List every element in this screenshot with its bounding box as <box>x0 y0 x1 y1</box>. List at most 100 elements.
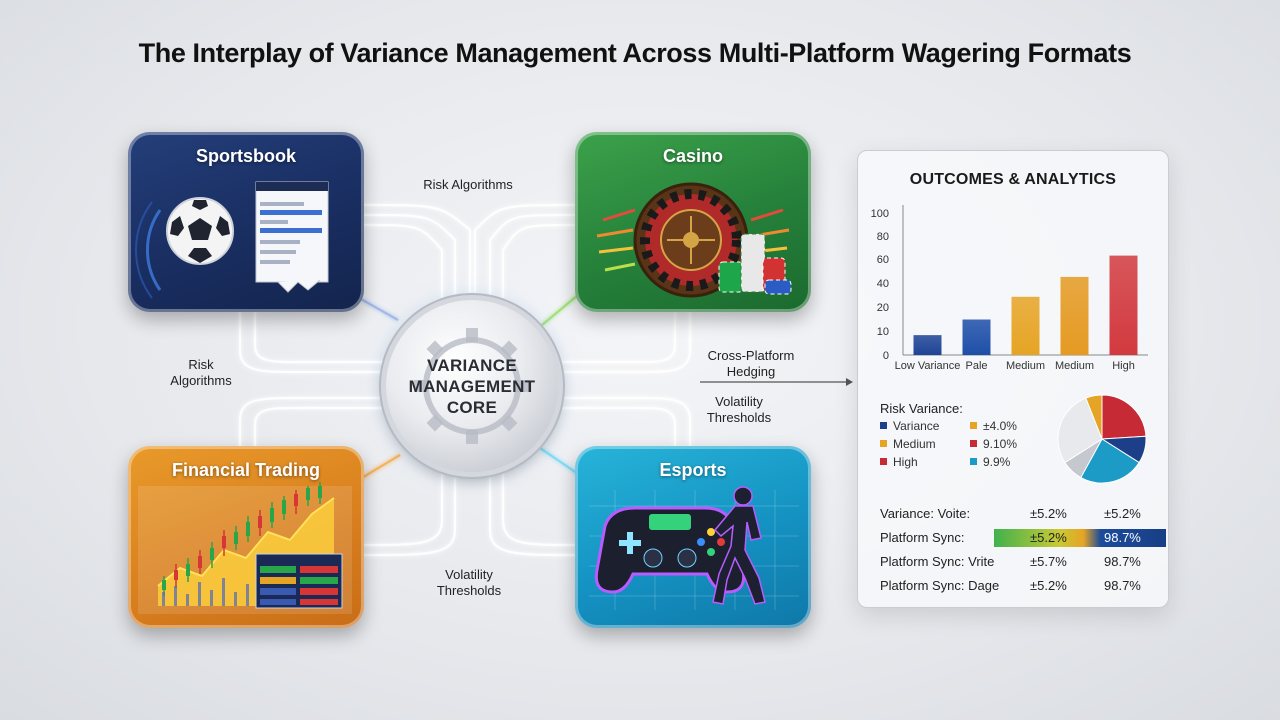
stat-value-b: 98.7% <box>1104 554 1141 569</box>
label-vol-bottom-line2: Thresholds <box>436 583 502 598</box>
stat-row-platform-sync-vrite: Platform Sync: Vrite ±5.7% 98.7% <box>880 551 1148 573</box>
variance-core-hub[interactable]: VARIANCE MANAGEMENT CORE <box>386 300 558 472</box>
label-risk-algorithms-left: Risk Algorithms <box>156 357 246 389</box>
stat-value-a: ±5.2% <box>1030 506 1067 521</box>
label-volatility-bottom: Volatility Thresholds <box>424 567 514 599</box>
legend-value: 9.9% <box>983 455 1011 469</box>
legend-label: Variance <box>893 419 940 433</box>
y-tick-label: 10 <box>877 326 889 338</box>
panel-title: OUTCOMES & ANALYTICS <box>909 171 1117 188</box>
core-label-line2: MANAGEMENT <box>408 377 536 396</box>
order-book-icon <box>255 553 343 609</box>
stat-row-variance: Variance: Voite: ±5.2% ±5.2% <box>880 503 1148 525</box>
stat-value-b: ±5.2% <box>1104 506 1141 521</box>
stat-row-platform-sync: Platform Sync: ±5.2% 98.7% <box>880 527 1166 549</box>
stat-value-a: ±5.7% <box>1030 554 1067 569</box>
label-vol-bottom-line1: Volatility <box>445 567 493 582</box>
legend-swatch <box>970 440 977 447</box>
y-tick-label: 20 <box>877 302 889 314</box>
core-label-line3: CORE <box>446 398 498 417</box>
label-volatility-right: Volatility Thresholds <box>694 394 784 426</box>
label-vol-right-line2: Thresholds <box>706 410 772 425</box>
y-tick-label: 40 <box>877 278 889 290</box>
sportsbook-illustration <box>135 181 329 299</box>
sportsbook-title: Sportsbook <box>195 146 296 166</box>
core-label-line1: VARIANCE <box>427 356 517 375</box>
core-label: VARIANCE MANAGEMENT CORE <box>386 355 558 418</box>
gamepad-icon <box>594 506 746 594</box>
esports-card[interactable]: Esports <box>575 446 811 628</box>
gear-icon <box>414 328 530 444</box>
bar <box>1011 296 1040 355</box>
legend-swatch <box>970 422 977 429</box>
casino-illustration <box>596 182 792 298</box>
legend-value-medium: 9.10% <box>970 437 1017 451</box>
risk-variance-title: Risk Variance: <box>880 401 963 416</box>
chip-stacks-icon <box>718 233 792 295</box>
bar <box>913 335 942 355</box>
sportsbook-card[interactable]: Sportsbook <box>128 132 364 312</box>
stat-label: Platform Sync: Vrite <box>880 554 995 569</box>
player-figure-icon <box>712 486 766 605</box>
soccer-ball-icon <box>166 197 234 265</box>
label-hedging-line2: Hedging <box>726 364 776 379</box>
label-cross-platform-hedging: Cross-Platform Hedging <box>696 348 806 380</box>
label-vol-right-line1: Volatility <box>715 394 763 409</box>
legend-swatch <box>880 422 887 429</box>
risk-variance-pie-chart <box>1057 394 1147 484</box>
stat-label: Variance: Voite: <box>880 506 971 521</box>
legend-row-variance: Variance <box>880 419 939 433</box>
y-tick-label: 80 <box>877 231 889 243</box>
legend-swatch <box>880 440 887 447</box>
stat-label: Platform Sync: <box>880 530 965 545</box>
bar <box>1060 276 1089 355</box>
legend-value: 9.10% <box>983 437 1018 451</box>
stat-value-b: 98.7% <box>1104 578 1141 593</box>
casino-card[interactable]: Casino <box>575 132 811 312</box>
stat-row-platform-sync-dage: Platform Sync: Dage ±5.2% 98.7% <box>880 575 1148 597</box>
page-title: The Interplay of Variance Management Acr… <box>138 38 1132 68</box>
pie-slice <box>1101 394 1147 440</box>
legend-label: Medium <box>893 437 936 451</box>
legend-label: High <box>893 455 918 469</box>
x-tick-label: Medium <box>1006 360 1045 372</box>
x-tick-label: Pale <box>965 360 987 372</box>
legend-value: ±4.0% <box>983 419 1017 433</box>
label-risk-algorithms-top: Risk Algorithms <box>423 177 513 192</box>
y-tick-label: 0 <box>883 350 889 362</box>
legend-swatch <box>880 458 887 465</box>
stat-value-b: 98.7% <box>1104 530 1141 545</box>
financial-trading-card[interactable]: Financial Trading <box>128 446 364 628</box>
legend-value-high: 9.9% <box>970 455 1010 469</box>
legend-swatch <box>970 458 977 465</box>
pie-slice <box>1080 438 1140 484</box>
y-tick-label: 60 <box>877 254 889 266</box>
bar <box>1109 255 1138 355</box>
arrow-to-panel <box>700 378 853 386</box>
pie-slice <box>1057 397 1103 464</box>
bar <box>962 319 991 355</box>
stat-label: Platform Sync: Dage <box>880 578 1000 593</box>
label-risk-line2: Algorithms <box>170 373 232 388</box>
casino-title: Casino <box>662 146 723 166</box>
x-tick-label: Medium <box>1055 360 1094 372</box>
esports-illustration <box>589 486 799 610</box>
stat-value-a: ±5.2% <box>1030 578 1067 593</box>
x-tick-label: Low Variance <box>895 360 961 372</box>
financial-trading-title: Financial Trading <box>171 460 321 480</box>
pie-slice <box>1085 394 1103 440</box>
label-risk-line1: Risk <box>188 357 214 372</box>
y-tick-label: 100 <box>871 208 889 220</box>
trading-chart-illustration <box>138 482 352 614</box>
roulette-wheel-icon <box>633 182 749 298</box>
platform-sync-bar <box>994 529 1166 547</box>
legend-row-medium: Medium <box>880 437 936 451</box>
legend-row-high: High <box>880 455 918 469</box>
esports-title: Esports <box>659 460 727 480</box>
label-hedging-line1: Cross-Platform <box>707 348 795 363</box>
bet-slip-icon <box>255 181 329 293</box>
legend-value-variance: ±4.0% <box>970 419 1017 433</box>
